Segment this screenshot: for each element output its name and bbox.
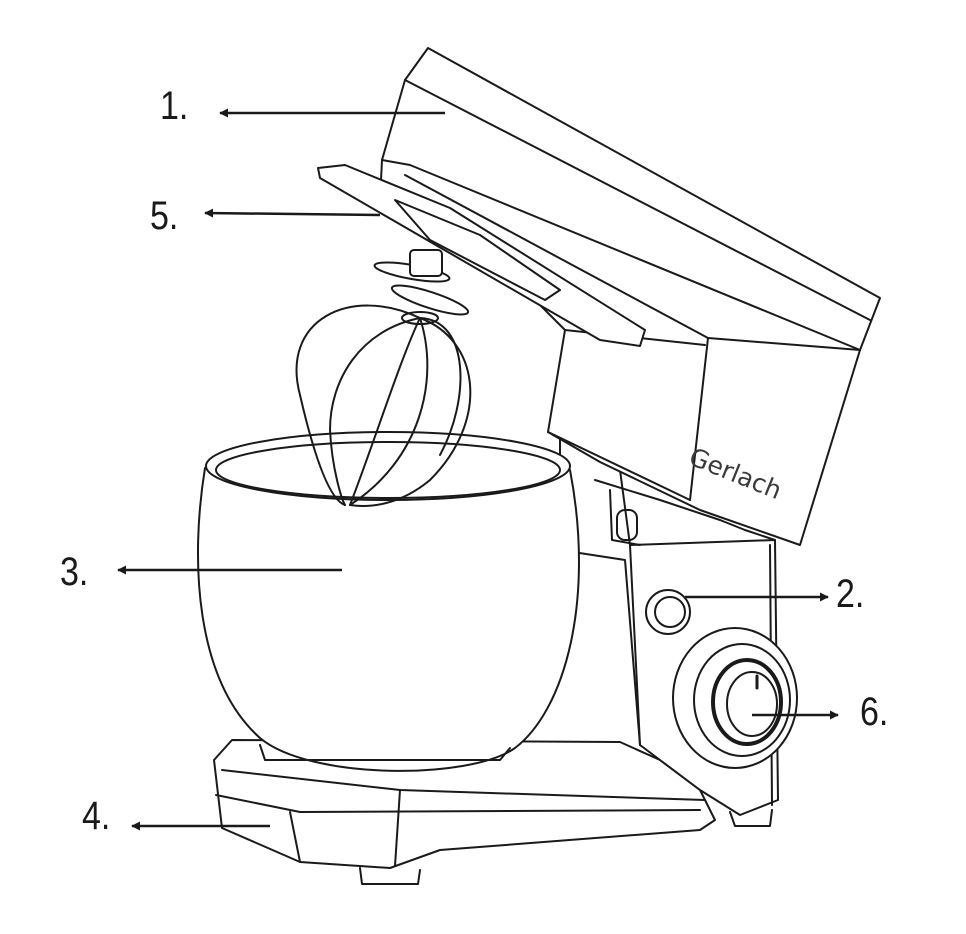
label-5: 5. bbox=[150, 194, 179, 238]
mixer-base bbox=[213, 739, 773, 885]
label-4: 4. bbox=[82, 794, 111, 838]
mixing-bowl bbox=[196, 431, 580, 772]
label-1: 1. bbox=[160, 84, 189, 128]
attachment-shaft bbox=[373, 249, 470, 316]
arrow-5 bbox=[204, 208, 381, 218]
label-3: 3. bbox=[60, 550, 89, 594]
label-6: 6. bbox=[860, 690, 889, 734]
speed-knob bbox=[672, 627, 798, 769]
beater-whisk bbox=[295, 304, 472, 507]
label-2: 2. bbox=[836, 572, 865, 616]
pulse-button bbox=[645, 589, 691, 635]
splash-guard bbox=[317, 164, 646, 347]
